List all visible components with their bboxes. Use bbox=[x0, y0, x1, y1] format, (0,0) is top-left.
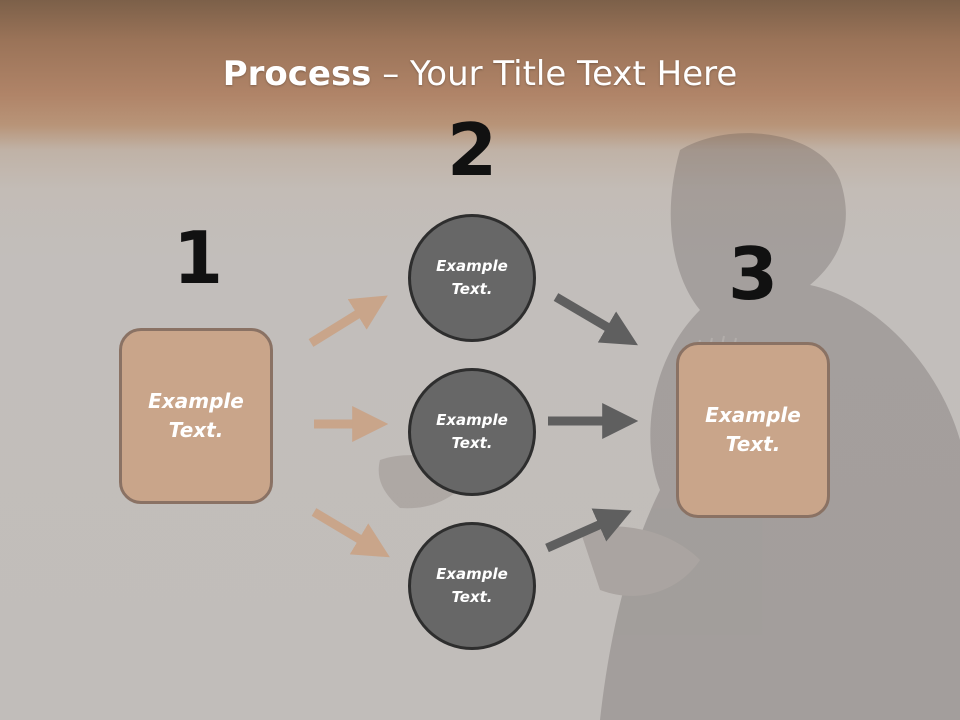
slide-title: Process – Your Title Text Here bbox=[0, 52, 960, 96]
circle-middle: Example Text. bbox=[408, 368, 536, 496]
step-3-label: Example Text. bbox=[705, 403, 801, 456]
arrow-bottom-to-3 bbox=[545, 508, 632, 553]
step-number-2: 2 bbox=[446, 108, 498, 192]
circle-top-label: Example Text. bbox=[436, 257, 508, 298]
arrow-1-to-top bbox=[308, 295, 388, 347]
step-3-box: Example Text. bbox=[676, 342, 830, 518]
title-bold: Process bbox=[222, 54, 372, 94]
arrow-1-to-bottom bbox=[311, 508, 390, 558]
step-1-label: Example Text. bbox=[148, 389, 244, 442]
step-number-1: 1 bbox=[172, 216, 224, 300]
step-number-3: 3 bbox=[727, 232, 779, 316]
circle-middle-label: Example Text. bbox=[436, 411, 508, 452]
step-1-box: Example Text. bbox=[119, 328, 273, 504]
circle-bottom: Example Text. bbox=[408, 522, 536, 650]
circle-bottom-label: Example Text. bbox=[436, 565, 508, 606]
title-rest: – Your Title Text Here bbox=[371, 54, 738, 94]
arrow-top-to-3 bbox=[553, 293, 638, 346]
circle-top: Example Text. bbox=[408, 214, 536, 342]
